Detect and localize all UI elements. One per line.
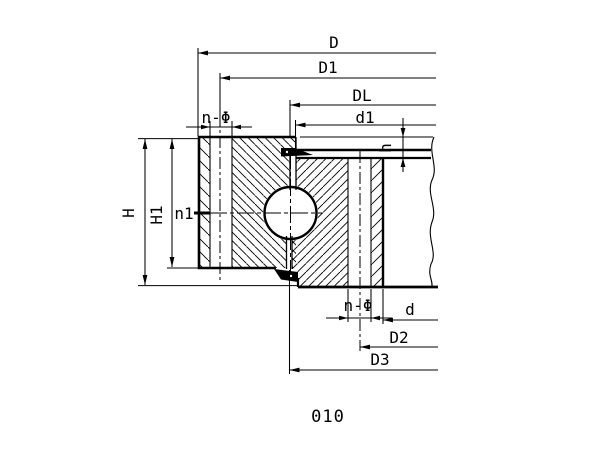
label-D2: D2 <box>389 328 408 347</box>
label-DL: DL <box>352 86 371 105</box>
label-n-phi-outer: n-Φ <box>202 108 231 127</box>
lower-raceway-gap <box>286 212 293 270</box>
dim-n-phi-outer <box>186 121 252 137</box>
dim-d1 <box>294 120 436 148</box>
dim-D3 <box>288 270 438 374</box>
top-seal <box>281 148 313 157</box>
top-seal-stipple <box>285 150 289 154</box>
dim-d <box>382 289 438 324</box>
outlines <box>197 135 438 289</box>
labels: D D1 DL d1 n-Φ h H H1 n1 n-Φ d D2 D3 010 <box>119 33 415 427</box>
label-d1: d1 <box>355 108 374 127</box>
label-H1: H1 <box>147 205 166 224</box>
figure-code: 010 <box>311 407 345 427</box>
dim-D <box>197 48 436 136</box>
dim-H <box>138 138 297 287</box>
dim-DL <box>289 100 436 137</box>
label-h: h <box>376 143 395 153</box>
label-D: D <box>329 33 339 52</box>
outer-ring-outline <box>197 135 296 270</box>
label-d: d <box>405 300 415 319</box>
dim-H1 <box>167 139 198 269</box>
label-D3: D3 <box>370 350 389 369</box>
bottom-seal-stipple <box>289 274 293 278</box>
label-n-phi-inner: n-Φ <box>344 296 373 315</box>
dim-n-phi-inner <box>326 289 392 322</box>
break-line <box>429 136 435 289</box>
label-n1: n1 <box>174 204 193 223</box>
outer-ring-section <box>199 137 296 268</box>
upper-raceway-gap <box>290 148 297 214</box>
label-H: H <box>119 208 138 218</box>
dimensions <box>138 48 438 374</box>
dim-h <box>300 118 433 172</box>
inner-ring-section <box>292 158 383 286</box>
dim-D1 <box>219 73 436 127</box>
label-D1: D1 <box>318 58 337 77</box>
dim-D2 <box>360 344 438 350</box>
bottom-seal <box>274 269 298 282</box>
